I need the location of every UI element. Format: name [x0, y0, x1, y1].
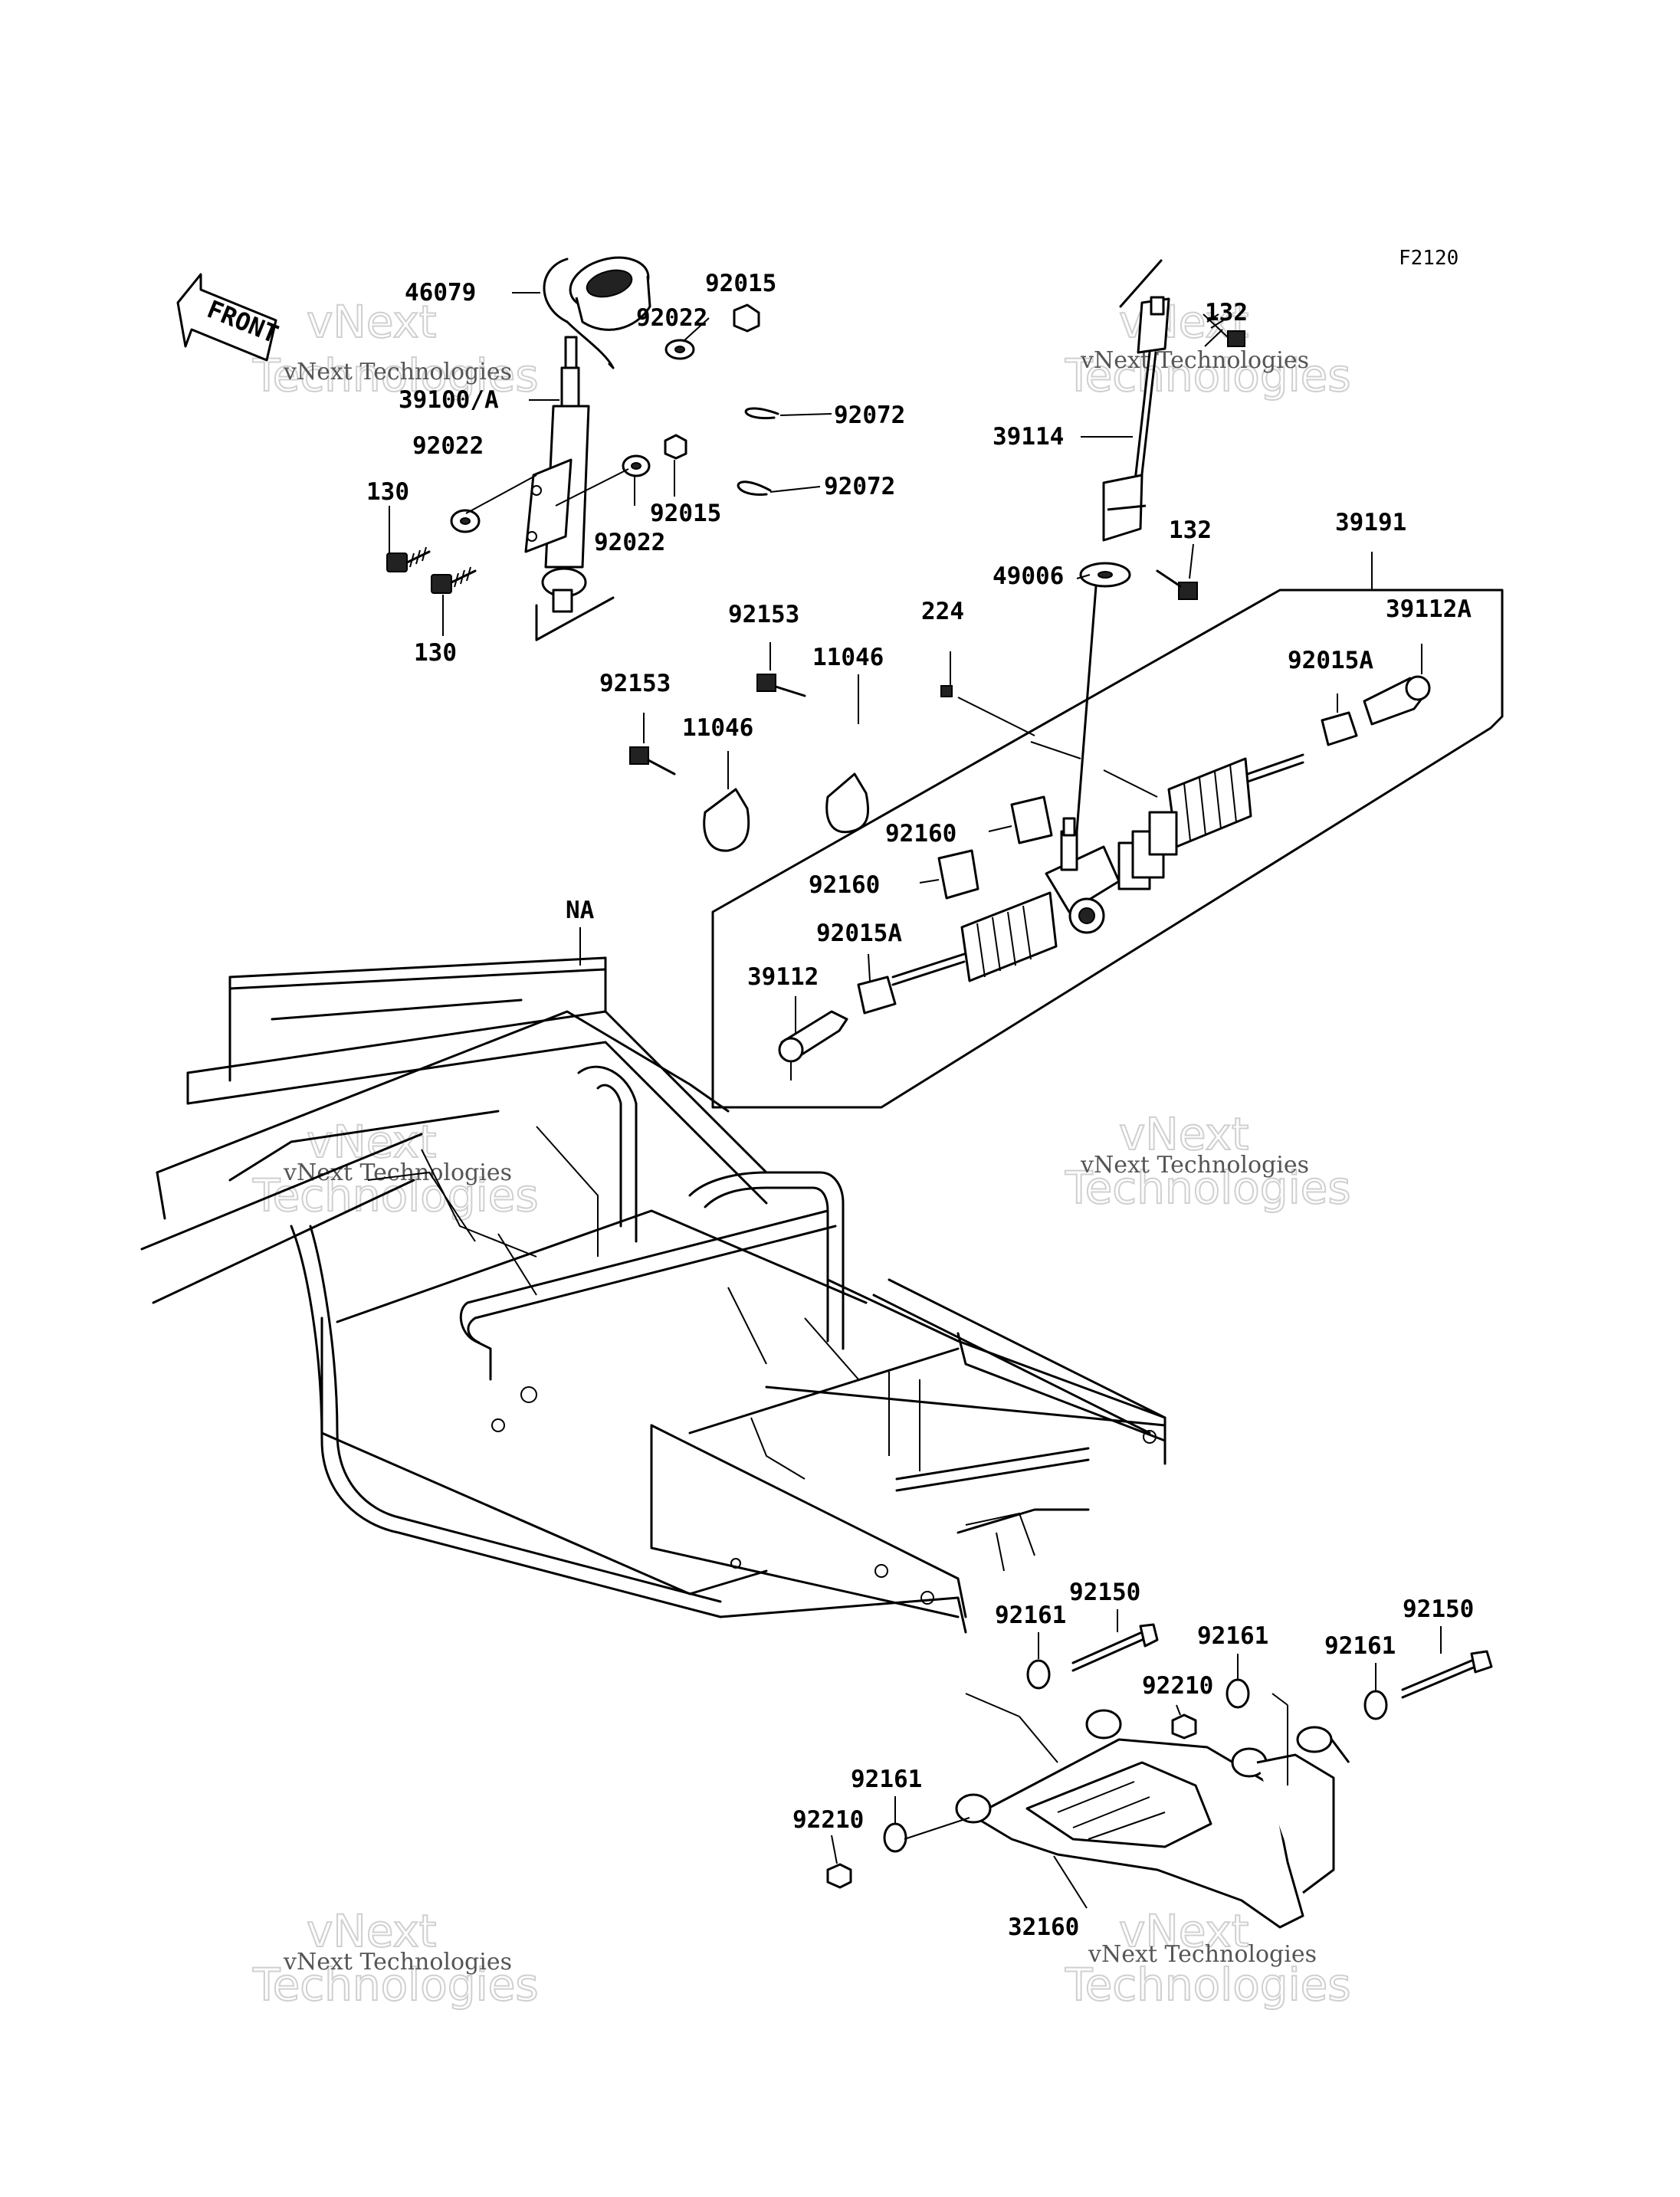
label-39114: 39114	[993, 423, 1064, 451]
front-suspension-group	[826, 1609, 1493, 1929]
label-92161-d: 92161	[851, 1766, 922, 1793]
bushing-92161-b	[1226, 1678, 1250, 1709]
bushing-92161-a	[1026, 1659, 1051, 1690]
bolt-130-lower	[431, 566, 477, 594]
label-92072-bottom: 92072	[824, 473, 895, 500]
label-11046-lower: 11046	[682, 714, 753, 742]
label-na: NA	[566, 897, 595, 924]
clamp-11046-upper	[825, 772, 870, 834]
bolt-132-upper	[1203, 313, 1245, 347]
nut-92210-left	[826, 1863, 852, 1889]
bolt-224	[940, 685, 953, 697]
bolt-92150-left	[1071, 1623, 1159, 1672]
bushing-92160-lower	[937, 849, 979, 900]
label-92210-left: 92210	[792, 1806, 864, 1834]
bushing-92160-upper	[1010, 795, 1053, 844]
watermark-technologies: Technologies	[252, 349, 539, 402]
label-130-upper: 130	[366, 478, 409, 506]
sleeve-92015a-left	[857, 976, 897, 1015]
nut-92015-top	[733, 303, 760, 333]
label-92022-left: 92022	[412, 432, 484, 460]
intermediate-shaft-group	[1075, 259, 1245, 833]
watermark-company: vNext Technologies	[283, 1949, 512, 1976]
label-92015a-right: 92015A	[1288, 647, 1373, 674]
label-92153-upper: 92153	[728, 601, 799, 628]
bolt-132-lower	[1156, 569, 1198, 600]
label-130-lower: 130	[414, 639, 457, 667]
label-92022-top: 92022	[636, 304, 707, 332]
watermark-vnext: vNext	[307, 1905, 436, 1957]
bolt-92150-right	[1401, 1650, 1493, 1699]
watermark-company: vNext Technologies	[283, 359, 512, 385]
watermark-vnext: vNext	[1119, 1108, 1249, 1160]
bolt-92153-upper	[756, 674, 776, 692]
watermark-technologies: Technologies	[1065, 1959, 1351, 2011]
label-92160-upper: 92160	[885, 820, 956, 848]
steering-column-group	[386, 256, 832, 641]
steering-rack-assembly	[629, 552, 1504, 1109]
part-labels: 46079 92015 92022 39100/A 92072 92072 92…	[366, 270, 1474, 1941]
watermark-company: vNext Technologies	[283, 1159, 512, 1186]
label-92022-right: 92022	[594, 529, 665, 556]
label-39112: 39112	[747, 963, 819, 991]
label-11046-upper: 11046	[812, 644, 884, 671]
label-92015-top: 92015	[705, 270, 776, 297]
figure-code: F2120	[1399, 247, 1459, 270]
watermark-technologies: Technologies	[252, 1169, 539, 1221]
label-224: 224	[921, 598, 964, 625]
label-92150-right: 92150	[1403, 1595, 1474, 1623]
label-92161-c: 92161	[1324, 1632, 1396, 1660]
label-92015-mid: 92015	[650, 500, 721, 527]
label-32160: 32160	[1008, 1913, 1079, 1941]
nut-92015-mid	[664, 434, 687, 460]
label-132-lower: 132	[1169, 516, 1212, 544]
steering-cover-part	[543, 256, 651, 369]
label-92161-a: 92161	[995, 1602, 1066, 1629]
label-92161-b: 92161	[1197, 1622, 1268, 1650]
label-49006: 49006	[993, 562, 1064, 590]
watermark-company: vNext Technologies	[1088, 1941, 1317, 1968]
clip-92072-bottom	[737, 480, 772, 496]
bushing-92161-c	[1363, 1690, 1388, 1720]
watermark-company: vNext Technologies	[1080, 347, 1309, 374]
front-direction-arrow: FRONT	[176, 273, 283, 362]
label-92150-left: 92150	[1069, 1579, 1140, 1606]
bolt-92153-lower	[629, 746, 649, 765]
clamp-11046-lower	[703, 788, 750, 852]
sleeve-92015a-right	[1321, 711, 1358, 746]
watermark-technologies: Technologies	[1065, 349, 1351, 402]
bolt-130-upper	[386, 546, 431, 572]
nut-92210-right	[1171, 1713, 1197, 1740]
watermark-company: vNext Technologies	[1080, 1152, 1309, 1179]
label-39112a: 39112A	[1386, 595, 1472, 623]
label-39100a: 39100/A	[399, 386, 499, 414]
label-132-upper: 132	[1205, 299, 1248, 326]
label-92015a-left: 92015A	[816, 920, 902, 947]
main-frame-na	[140, 927, 1166, 1634]
label-92160-lower: 92160	[809, 871, 880, 899]
watermark-technologies: Technologies	[1065, 1162, 1351, 1214]
label-92072-top: 92072	[834, 402, 905, 429]
label-39191: 39191	[1335, 509, 1406, 536]
label-92153-lower: 92153	[599, 670, 671, 697]
steering-shaft-part	[524, 336, 590, 613]
watermark-technologies: Technologies	[252, 1959, 539, 2011]
clip-92072-top	[744, 407, 779, 420]
bushing-92161-d	[883, 1822, 907, 1853]
watermark-group: vNext Technologies vNext Technologies vN…	[251, 295, 1352, 2012]
label-92210-right: 92210	[1142, 1672, 1213, 1700]
label-46079: 46079	[405, 279, 476, 307]
watermark-vnext: vNext	[1119, 1905, 1249, 1957]
watermark-vnext: vNext	[307, 296, 436, 348]
